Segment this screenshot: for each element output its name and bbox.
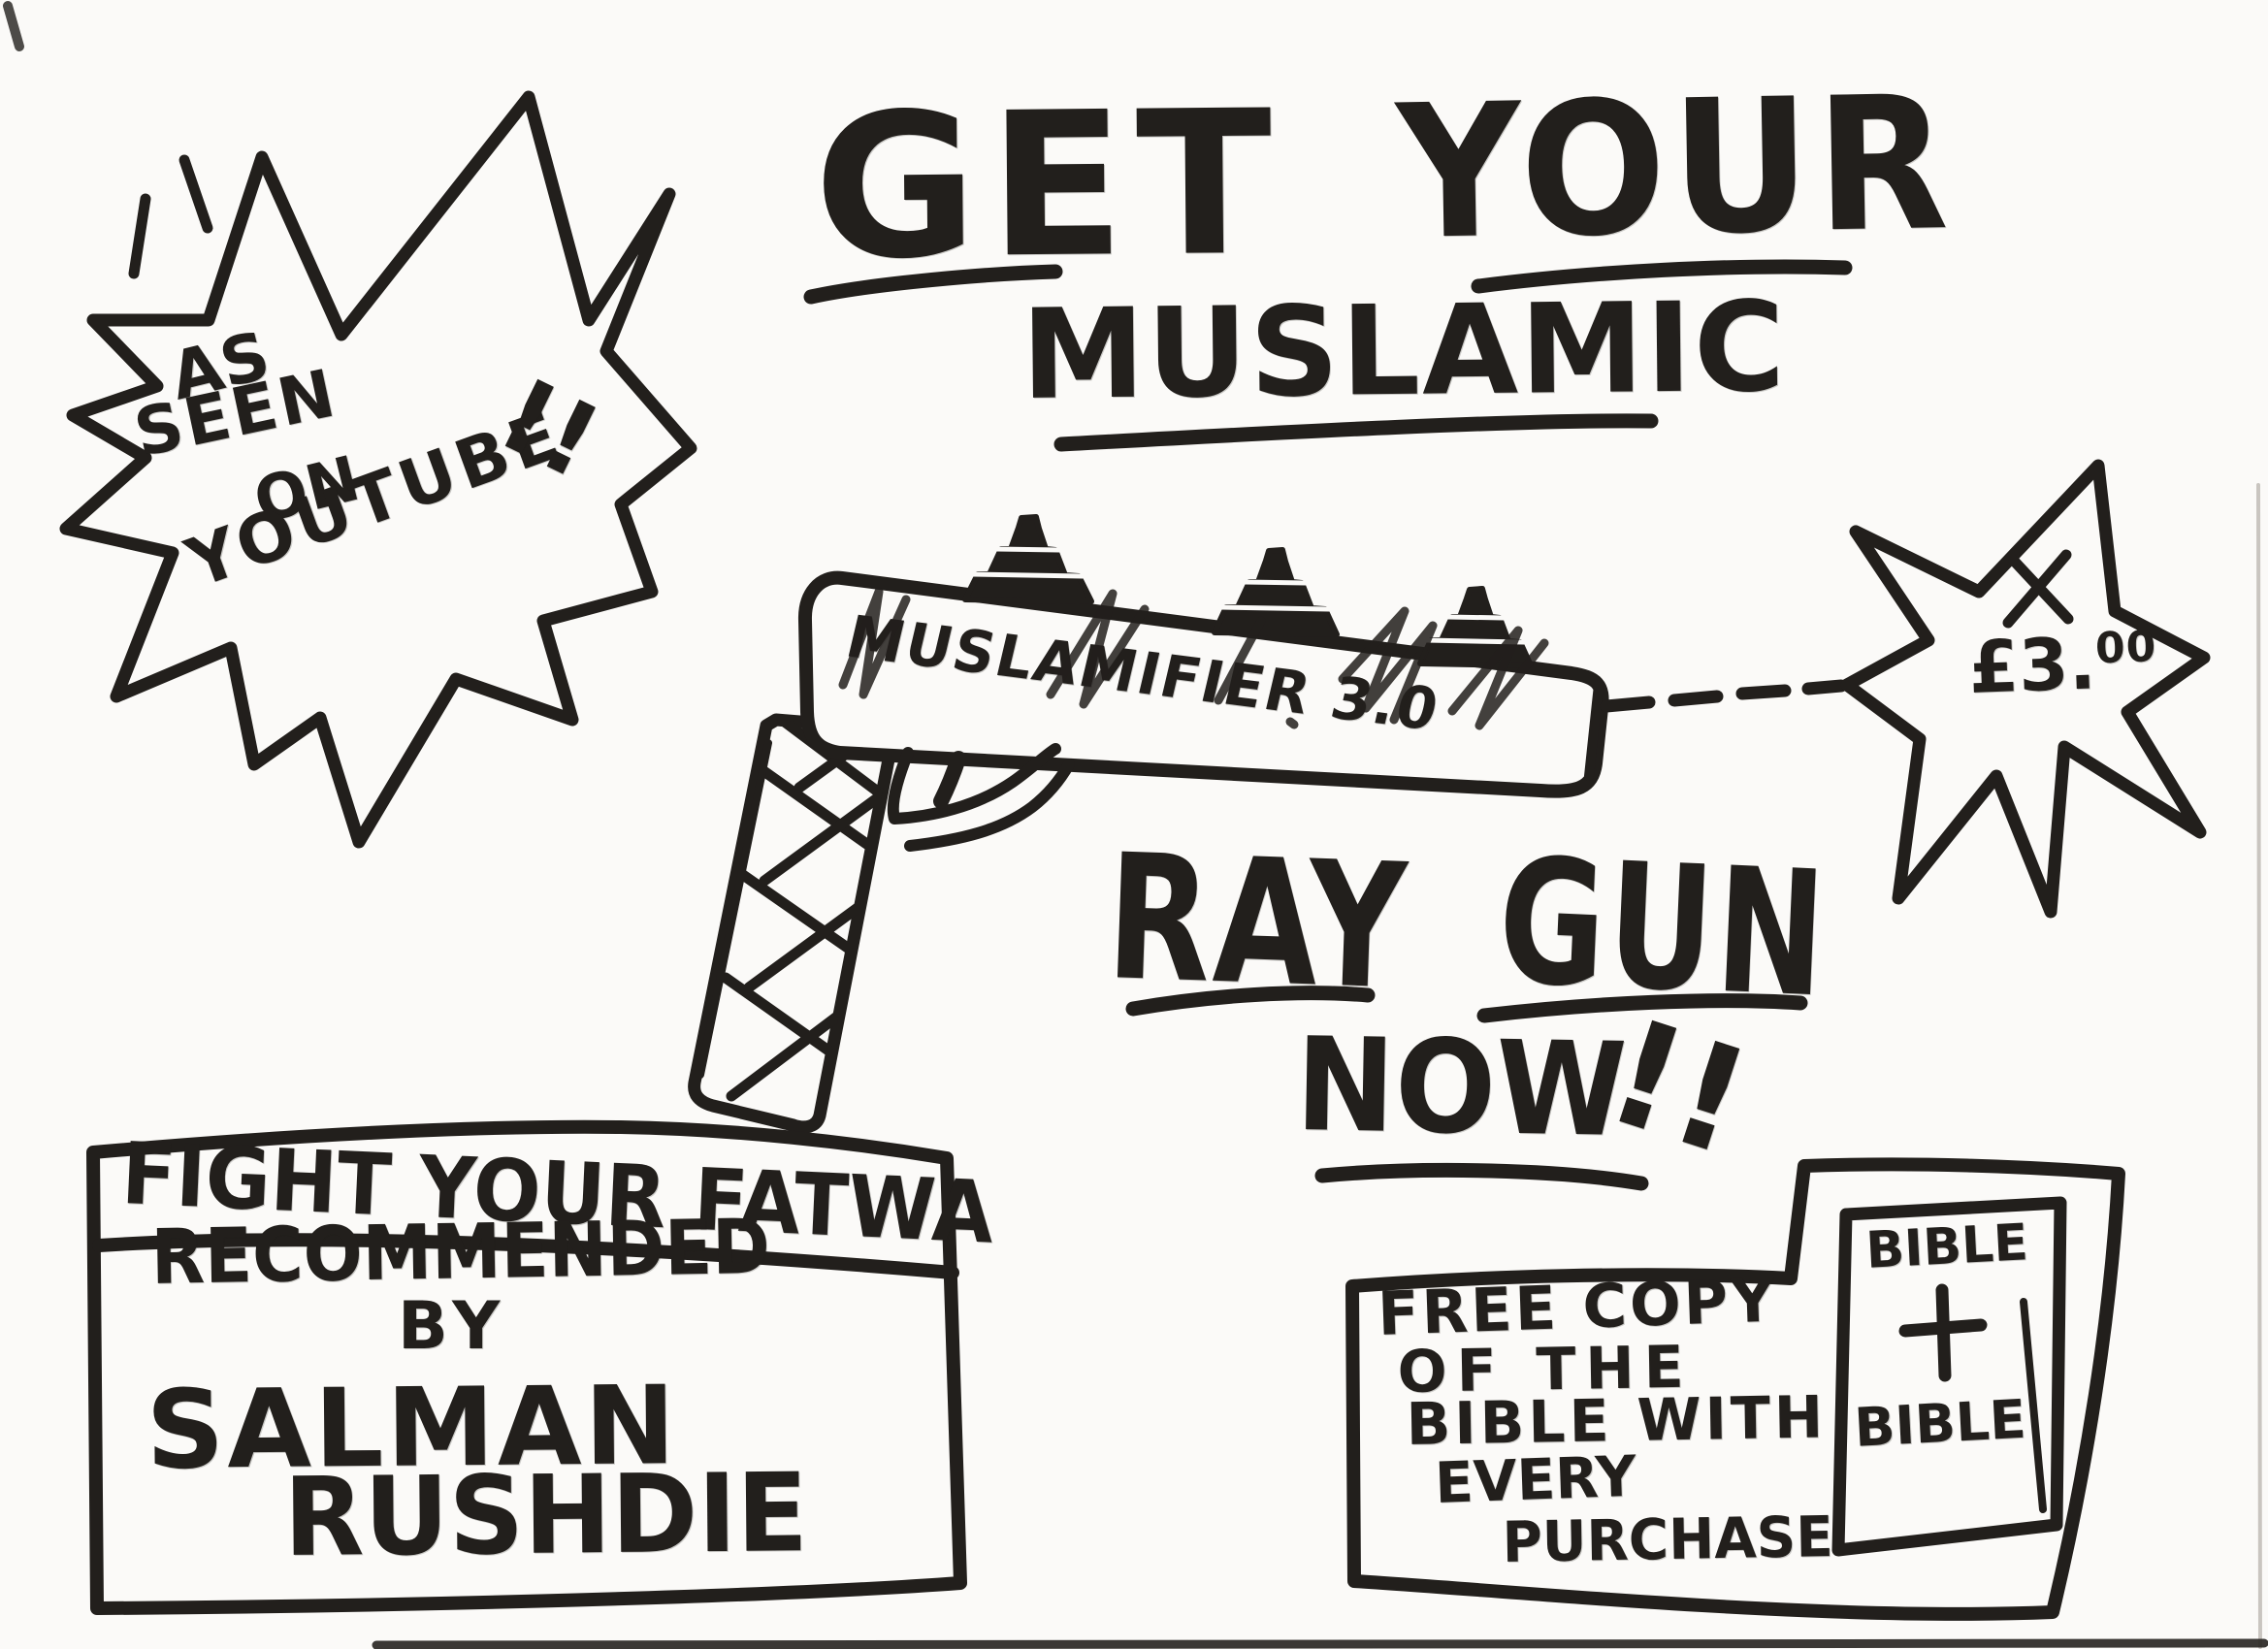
gun-trigger bbox=[933, 751, 966, 809]
headline-muslamic: MUSLAMIC bbox=[1021, 275, 1788, 428]
fatwa-recommended: RECOMMENDED bbox=[150, 1203, 771, 1302]
headline-ray: RAY bbox=[1103, 817, 1412, 1028]
price-amount: £3.00 bbox=[1967, 620, 2158, 710]
book-label-bottom: BIBLE bbox=[1853, 1387, 2028, 1459]
headline-underlines bbox=[803, 259, 1853, 1191]
ray-gun-drawing bbox=[688, 514, 1609, 1134]
paper-edge-line bbox=[2256, 483, 2262, 1649]
gun-trigger-guard bbox=[887, 743, 1075, 852]
scan-corner-mark bbox=[3, 1, 24, 51]
price-amount-main: £3. bbox=[1967, 622, 2098, 710]
headline-now: NOW bbox=[1294, 1011, 1629, 1166]
book-spine-line bbox=[2020, 1298, 2047, 1513]
headline-your: YOUR bbox=[1395, 55, 1956, 280]
bible-book-outline bbox=[1831, 1196, 2067, 1557]
fatwa-box-outline bbox=[86, 1119, 967, 1615]
youtube-starburst-shape bbox=[59, 90, 697, 849]
fatwa-name-last: RUSHDIE bbox=[283, 1450, 809, 1581]
offer-line-4: EVERY bbox=[1434, 1442, 1637, 1516]
headline-get: GET bbox=[813, 68, 1285, 304]
fatwa-header-separator bbox=[92, 1233, 959, 1279]
fatwa-by: BY bbox=[398, 1288, 508, 1365]
cross-icon bbox=[1898, 1283, 1988, 1382]
book-label-top: BIBLE bbox=[1864, 1213, 2030, 1280]
price-star-shape bbox=[1840, 459, 2211, 919]
gun-muzzle-line bbox=[1584, 680, 1604, 781]
offer-box-outline bbox=[1345, 1157, 2125, 1621]
dashed-line bbox=[1600, 679, 1848, 713]
price-amount-cents: 00 bbox=[2094, 622, 2158, 674]
scan-bottom-band bbox=[372, 1638, 2268, 1649]
offer-line-5: PURCHASE bbox=[1502, 1504, 1834, 1575]
